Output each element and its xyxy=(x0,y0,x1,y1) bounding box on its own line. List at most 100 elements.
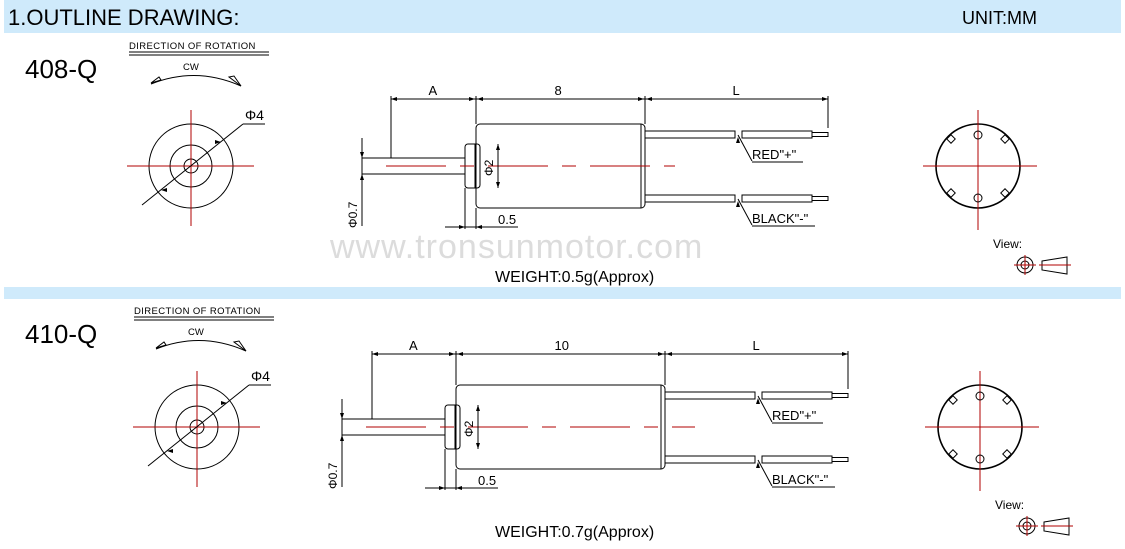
dim-body-length-label: 10 xyxy=(555,338,569,353)
mounting-notch xyxy=(948,395,958,405)
shaft-diameter-label: Φ0.7 xyxy=(346,201,360,228)
dimension-arrow xyxy=(449,352,455,356)
rotation-arrow-right xyxy=(232,340,247,352)
dimension-arrow xyxy=(736,137,740,143)
section-separator xyxy=(4,287,1121,299)
dimension-arrow xyxy=(756,398,760,404)
red-lead-label: RED"+" xyxy=(752,147,797,162)
rotation-direction: CW xyxy=(188,327,204,338)
dimension-arrow xyxy=(360,152,364,158)
view-symbol-cone xyxy=(1043,517,1070,536)
dimension-arrow xyxy=(167,449,173,453)
dimension-arrow xyxy=(439,486,445,490)
dimension-arrow xyxy=(391,97,397,101)
dimension-arrow xyxy=(469,97,475,101)
dimension-arrow xyxy=(372,352,378,356)
dimension-arrow xyxy=(477,97,483,101)
dimension-arrow xyxy=(221,401,227,405)
dimension-arrow xyxy=(161,188,167,192)
mounting-notch xyxy=(948,449,958,459)
header-title: 1.OUTLINE DRAWING: xyxy=(8,5,239,30)
dimension-arrow xyxy=(736,201,740,207)
dimension-arrow xyxy=(476,443,480,449)
rotation-arc xyxy=(155,340,247,352)
mounting-notch xyxy=(946,188,956,198)
black-lead-insulation xyxy=(741,194,813,203)
black-lead-tip xyxy=(811,196,829,201)
rotation-arrow-right xyxy=(227,75,242,87)
diameter-leader xyxy=(147,384,250,467)
black-lead xyxy=(664,455,756,464)
dimension-arrow xyxy=(340,413,344,419)
rotation-arrow-left xyxy=(155,341,167,349)
red-lead-label: RED"+" xyxy=(772,408,817,423)
dimension-arrow xyxy=(215,140,221,144)
red-lead xyxy=(664,391,756,400)
rotation-arc xyxy=(150,75,242,87)
mounting-notch xyxy=(1000,188,1010,198)
dimension-arrow xyxy=(496,182,500,188)
dimension-arrow xyxy=(638,97,644,101)
hub-length-label: 0.5 xyxy=(498,212,516,227)
red-lead-insulation xyxy=(741,130,813,139)
hub-length-label: 0.5 xyxy=(478,473,496,488)
dimension-arrow xyxy=(658,352,664,356)
weight-label: WEIGHT:0.5g(Approx) xyxy=(495,269,654,286)
red-lead-tip xyxy=(811,132,829,137)
mounting-notch xyxy=(1002,449,1012,459)
header-bar xyxy=(4,0,1121,33)
lead-leader xyxy=(737,198,753,226)
dim-a-label: A xyxy=(429,83,438,98)
dimension-arrow xyxy=(459,225,465,229)
rotation-direction: CW xyxy=(183,62,199,73)
dimension-arrow xyxy=(842,352,848,356)
unit-label: UNIT:MM xyxy=(962,8,1037,28)
black-lead-label: BLACK"-" xyxy=(772,472,829,487)
terminal-hole xyxy=(975,454,985,464)
black-lead-tip xyxy=(831,457,849,462)
dimension-arrow xyxy=(456,486,462,490)
dimension-arrow xyxy=(457,352,463,356)
dimension-arrow xyxy=(360,174,364,180)
rotation-title: DIRECTION OF ROTATION xyxy=(129,41,256,52)
mounting-notch xyxy=(1002,395,1012,405)
view-symbol-cone xyxy=(1041,256,1068,275)
hub-diameter-label: Φ2 xyxy=(482,159,496,176)
dim-l-label: L xyxy=(753,338,760,353)
rotation-arrow-left xyxy=(150,76,162,84)
terminal-hole xyxy=(973,130,983,140)
red-lead-tip xyxy=(831,393,849,398)
view-label: View: xyxy=(995,498,1024,512)
dimension-arrow xyxy=(756,462,760,468)
red-lead-insulation xyxy=(761,391,833,400)
red-lead xyxy=(644,130,736,139)
front-diameter-label: Φ4 xyxy=(245,107,264,123)
dim-l-label: L xyxy=(733,83,740,98)
mounting-notch xyxy=(946,134,956,144)
motor-body xyxy=(455,384,666,470)
mounting-notch xyxy=(1000,134,1010,144)
black-lead xyxy=(644,194,736,203)
dimension-arrow xyxy=(496,144,500,150)
hub-diameter-label: Φ2 xyxy=(462,420,476,437)
dim-body-length-label: 8 xyxy=(555,83,562,98)
dimension-arrow xyxy=(666,352,672,356)
model-name: 410-Q xyxy=(25,319,97,349)
black-lead-insulation xyxy=(761,455,833,464)
dimension-arrow xyxy=(476,405,480,411)
model-name: 408-Q xyxy=(25,54,97,84)
lead-leader xyxy=(757,395,773,423)
dimension-arrow xyxy=(340,435,344,441)
lead-leader xyxy=(757,459,773,487)
black-lead-label: BLACK"-" xyxy=(752,211,809,226)
shaft-diameter-label: Φ0.7 xyxy=(326,462,340,489)
view-label: View: xyxy=(993,237,1022,251)
dimension-arrow xyxy=(822,97,828,101)
dim-a-label: A xyxy=(409,338,418,353)
rotation-title: DIRECTION OF ROTATION xyxy=(134,306,261,317)
weight-label: WEIGHT:0.7g(Approx) xyxy=(495,524,654,541)
diameter-leader xyxy=(141,123,244,206)
